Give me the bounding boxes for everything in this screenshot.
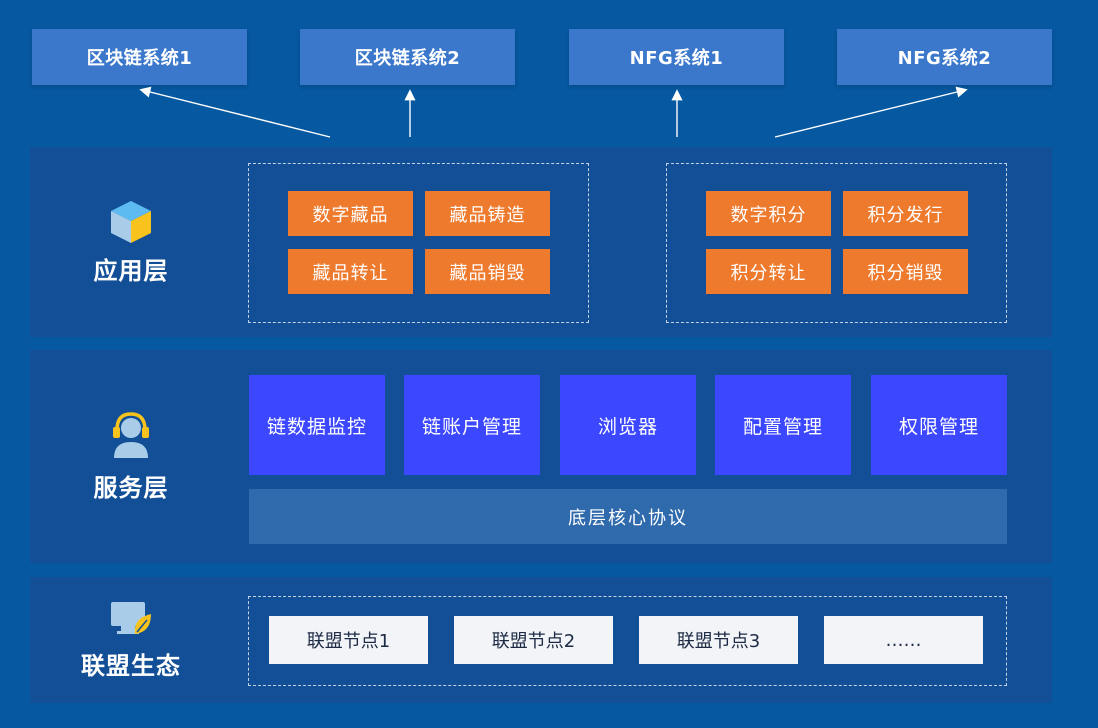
arrow-line xyxy=(774,86,968,138)
app-feature-box: 藏品销毁 xyxy=(425,249,550,294)
top-system-box: 区块链系统1 xyxy=(32,29,247,85)
application-layer xyxy=(30,147,1052,337)
service-box: 配置管理 xyxy=(715,375,851,475)
points-group xyxy=(666,163,1007,323)
layer-title: 应用层 xyxy=(93,256,169,285)
layer-title: 联盟生态 xyxy=(81,651,181,680)
service-box: 链账户管理 xyxy=(404,375,540,475)
service-box: 权限管理 xyxy=(871,375,1007,475)
cube-icon xyxy=(111,200,151,243)
core-protocol-bar: 底层核心协议 xyxy=(249,489,1007,544)
service-box: 浏览器 xyxy=(560,375,696,475)
app-feature-box: 数字藏品 xyxy=(288,191,413,236)
alliance-node-box: 联盟节点2 xyxy=(454,616,613,664)
nodes-group xyxy=(248,596,1007,686)
top-system-box: 区块链系统2 xyxy=(300,29,515,85)
alliance-node-box: …… xyxy=(824,616,983,664)
top-system-box: NFG系统2 xyxy=(837,29,1052,85)
alliance-node-box: 联盟节点1 xyxy=(269,616,428,664)
headset-user-icon xyxy=(113,412,149,458)
arrow-line xyxy=(139,86,331,138)
alliance-layer-label: 联盟生态 xyxy=(30,577,232,703)
alliance-node-box: 联盟节点3 xyxy=(639,616,798,664)
top-system-box: NFG系统1 xyxy=(569,29,784,85)
app-feature-box: 积分转让 xyxy=(706,249,831,294)
app-feature-box: 积分销毁 xyxy=(843,249,968,294)
application-layer-label: 应用层 xyxy=(30,147,232,337)
service-layer-label: 服务层 xyxy=(30,350,232,563)
app-feature-box: 藏品铸造 xyxy=(425,191,550,236)
app-feature-box: 藏品转让 xyxy=(288,249,413,294)
layer-title: 服务层 xyxy=(93,474,169,502)
monitor-leaf-icon xyxy=(111,601,151,634)
app-feature-box: 数字积分 xyxy=(706,191,831,236)
service-box: 链数据监控 xyxy=(249,375,385,475)
app-feature-box: 积分发行 xyxy=(843,191,968,236)
collectibles-group xyxy=(248,163,589,323)
